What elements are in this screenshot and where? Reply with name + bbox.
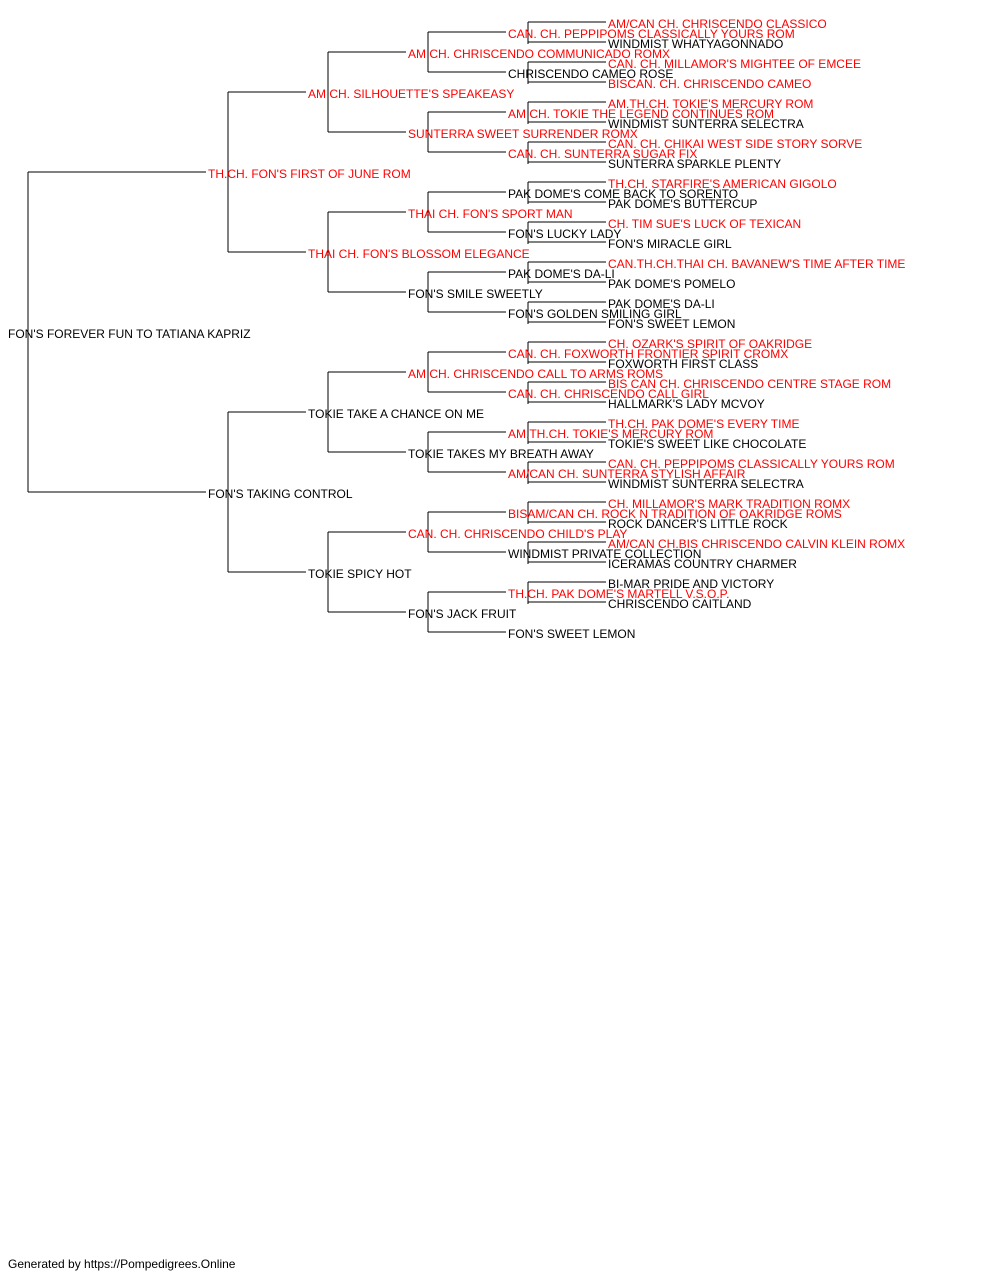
ancestor-name: CAN. CH. SUNTERRA SUGAR FIX: [508, 147, 697, 161]
ancestor-name: CAN. CH. CHRISCENDO CHILD'S PLAY: [408, 527, 627, 541]
ancestor-name: AM.TH.CH. TOKIE'S MERCURY ROM: [608, 97, 813, 111]
ancestor-name: PAK DOME'S DA-LI: [508, 267, 615, 281]
ancestor-name: AM CH. TOKIE THE LEGEND CONTINUES ROM: [508, 107, 774, 121]
ancestor-name: SUNTERRA SPARKLE PLENTY: [608, 157, 781, 171]
ancestor-name: TH.CH. FON'S FIRST OF JUNE ROM: [208, 167, 411, 181]
ancestor-name: BISCAN. CH. CHRISCENDO CAMEO: [608, 77, 811, 91]
ancestor-name: AM/CAN CH. CHRISCENDO CLASSICO: [608, 17, 827, 31]
ancestor-name: TH.CH. PAK DOME'S MARTELL V.S.O.P.: [508, 587, 729, 601]
ancestor-name: CAN.TH.CH.THAI CH. BAVANEW'S TIME AFTER …: [608, 257, 905, 271]
ancestor-name: AM CH. SILHOUETTE'S SPEAKEASY: [308, 87, 514, 101]
ancestor-name: CAN. CH. FOXWORTH FRONTIER SPIRIT CROMX: [508, 347, 788, 361]
ancestor-name: ROCK DANCER'S LITTLE ROCK: [608, 517, 788, 531]
ancestor-name: FON'S JACK FRUIT: [408, 607, 517, 621]
ancestor-name: CAN. CH. CHRISCENDO CALL GIRL: [508, 387, 709, 401]
ancestor-name: FON'S SWEET LEMON: [508, 627, 635, 641]
ancestor-name: FOXWORTH FIRST CLASS: [608, 357, 758, 371]
ancestor-name: CHRISCENDO CAITLAND: [608, 597, 752, 611]
ancestor-name: BIS CAN CH. CHRISCENDO CENTRE STAGE ROM: [608, 377, 891, 391]
ancestor-name: CAN. CH. MILLAMOR'S MIGHTEE OF EMCEE: [608, 57, 861, 71]
ancestor-name: CH. MILLAMOR'S MARK TRADITION ROMX: [608, 497, 850, 511]
ancestor-name: CAN. CH. PEPPIPOMS CLASSICALLY YOURS ROM: [608, 457, 895, 471]
ancestor-name: FON'S SMILE SWEETLY: [408, 287, 543, 301]
ancestor-name: BI-MAR PRIDE AND VICTORY: [608, 577, 774, 591]
ancestor-name: PAK DOME'S POMELO: [608, 277, 735, 291]
ancestor-name: AM/CAN CH.BIS CHRISCENDO CALVIN KLEIN RO…: [608, 537, 905, 551]
ancestor-name: TOKIE SPICY HOT: [308, 567, 412, 581]
ancestor-name: TOKIE'S SWEET LIKE CHOCOLATE: [608, 437, 806, 451]
ancestor-name: FON'S GOLDEN SMILING GIRL: [508, 307, 682, 321]
ancestor-name: PAK DOME'S BUTTERCUP: [608, 197, 757, 211]
ancestor-name: AM CH. CHRISCENDO CALL TO ARMS ROMS: [408, 367, 663, 381]
ancestor-name: THAI CH. FON'S BLOSSOM ELEGANCE: [308, 247, 530, 261]
ancestor-name: CAN. CH. PEPPIPOMS CLASSICALLY YOURS ROM: [508, 27, 795, 41]
ancestor-name: ICERAMAS COUNTRY CHARMER: [608, 557, 797, 571]
ancestor-name: FON'S LUCKY LADY: [508, 227, 621, 241]
ancestor-name: FON'S TAKING CONTROL: [208, 487, 353, 501]
ancestor-name: TOKIE TAKE A CHANCE ON ME: [308, 407, 484, 421]
ancestor-name: HALLMARK'S LADY MCVOY: [608, 397, 765, 411]
ancestor-name: FON'S MIRACLE GIRL: [608, 237, 732, 251]
ancestor-name: CH. TIM SUE'S LUCK OF TEXICAN: [608, 217, 801, 231]
ancestor-name: CAN. CH. CHIKAI WEST SIDE STORY SORVE: [608, 137, 862, 151]
ancestor-name: THAI CH. FON'S SPORT MAN: [408, 207, 573, 221]
ancestor-name: TOKIE TAKES MY BREATH AWAY: [408, 447, 594, 461]
ancestor-name: AM CH. CHRISCENDO COMMUNICADO ROMX: [408, 47, 670, 61]
subject-dog-name: FON'S FOREVER FUN TO TATIANA KAPRIZ: [8, 327, 251, 341]
ancestor-name: PAK DOME'S COME BACK TO SORENTO: [508, 187, 738, 201]
ancestor-name: FON'S SWEET LEMON: [608, 317, 735, 331]
ancestor-name: BISAM/CAN CH. ROCK N TRADITION OF OAKRID…: [508, 507, 842, 521]
footer-credit: Generated by https://Pompedigrees.Online: [8, 1257, 236, 1271]
ancestor-name: CHRISCENDO CAMEO ROSE: [508, 67, 673, 81]
ancestor-name: SUNTERRA SWEET SURRENDER ROMX: [408, 127, 638, 141]
ancestor-name: PAK DOME'S DA-LI: [608, 297, 715, 311]
ancestor-name: AM.TH.CH. TOKIE'S MERCURY ROM: [508, 427, 713, 441]
ancestor-name: TH.CH. PAK DOME'S EVERY TIME: [608, 417, 799, 431]
ancestor-name: TH.CH. STARFIRE'S AMERICAN GIGOLO: [608, 177, 837, 191]
ancestor-name: WINDMIST PRIVATE COLLECTION: [508, 547, 701, 561]
ancestor-name: WINDMIST WHATYAGONNADO: [608, 37, 783, 51]
ancestor-name: CH. OZARK'S SPIRIT OF OAKRIDGE: [608, 337, 812, 351]
ancestor-name: WINDMIST SUNTERRA SELECTRA: [608, 477, 804, 491]
ancestor-name: AM/CAN CH. SUNTERRA STYLISH AFFAIR: [508, 467, 746, 481]
ancestor-name: WINDMIST SUNTERRA SELECTRA: [608, 117, 804, 131]
